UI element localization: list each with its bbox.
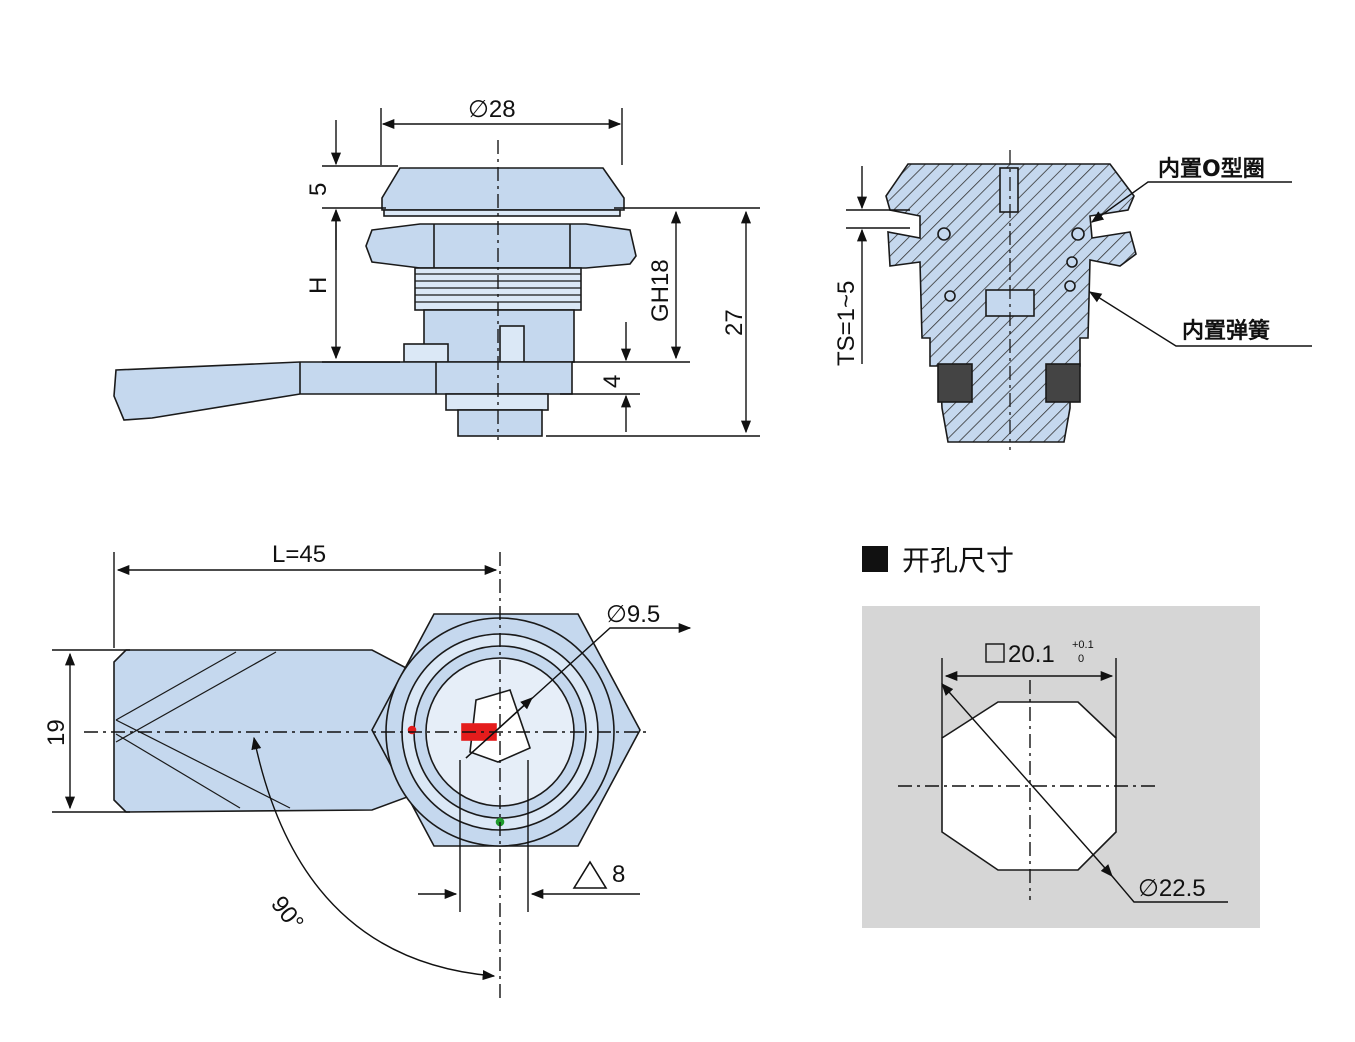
front-handle [113, 649, 411, 813]
lock-cap [381, 167, 625, 211]
cutout-title: 开孔尺寸 [902, 544, 1014, 577]
square-symbol [985, 643, 1005, 663]
dim-h: H [305, 277, 332, 294]
hex-nut [365, 223, 637, 269]
dim-gh18: GH18 [647, 259, 674, 322]
dim-dia-9-5: ∅9.5 [606, 601, 660, 628]
dim-5: 5 [305, 183, 332, 196]
dim-27: 27 [721, 309, 748, 336]
section-view-callouts [846, 166, 1312, 364]
cutout-dimensions [898, 658, 1228, 903]
dim-19: 19 [43, 719, 70, 746]
oring-label: 内置O型圈 [1158, 157, 1265, 182]
tolerance-lower: 0 [1078, 653, 1084, 665]
front-view [113, 613, 641, 847]
dim-dia-28: ∅28 [468, 96, 516, 123]
spring-label: 内置弹簧 [1182, 318, 1270, 344]
dim-square-20-1: 20.1 [1008, 641, 1055, 668]
side-view [113, 140, 637, 440]
tolerance-upper: +0.1 [1072, 639, 1094, 651]
dim-tri-8: 8 [612, 861, 625, 888]
dim-ts: TS=1~5 [833, 281, 860, 366]
dim-90-deg: 90° [265, 891, 309, 936]
front-view-dimensions [52, 552, 692, 1000]
section-view [885, 150, 1137, 450]
cutout-title-bullet [862, 546, 888, 572]
dim-l45: L=45 [272, 541, 326, 568]
dim-dia-22-5: ∅22.5 [1138, 875, 1206, 902]
side-view-dimensions [322, 108, 760, 437]
dim-4: 4 [599, 375, 626, 388]
